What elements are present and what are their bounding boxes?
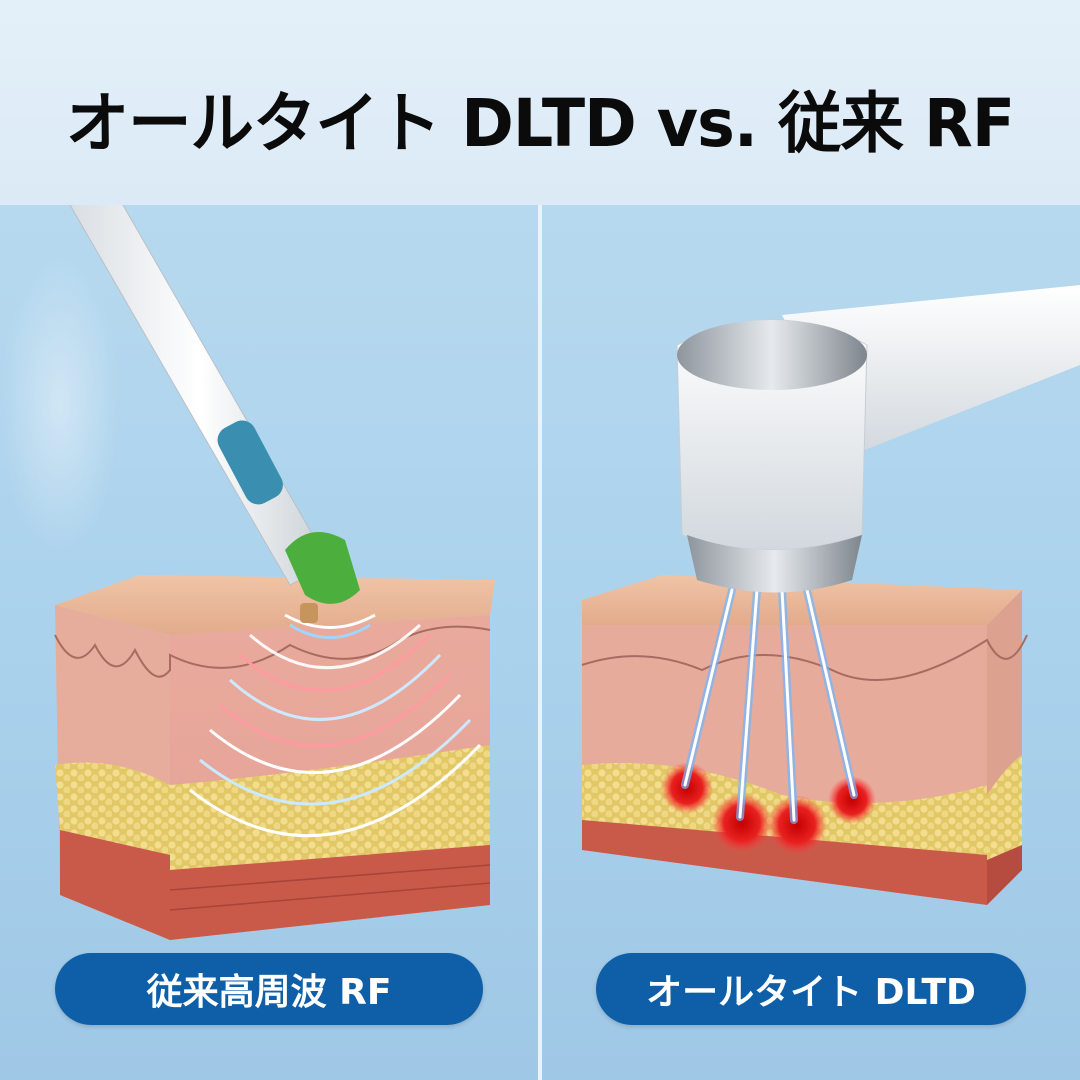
panel-divider <box>538 205 542 1080</box>
laser-beams <box>681 586 858 824</box>
rf-pen-device <box>69 205 360 623</box>
dltd-illustration <box>581 285 1080 905</box>
panel-conventional-rf: 従来高周波 RF <box>0 205 538 1080</box>
label-alltight-dltd: オールタイト DLTD <box>596 953 1026 1025</box>
dltd-handpiece <box>676 285 1080 593</box>
skin-block-top <box>55 575 495 635</box>
rf-illustration <box>0 205 495 940</box>
pen-button <box>217 420 283 505</box>
panel-alltight-dltd: オールタイト DLTD <box>542 205 1080 1080</box>
header: オールタイト DLTD vs. 従来 RF <box>0 0 1080 205</box>
comparison-panels: 従来高周波 RF <box>0 205 1080 1080</box>
heat-target-points <box>661 762 876 855</box>
page-title: オールタイト DLTD vs. 従来 RF <box>65 84 1015 162</box>
label-conventional-rf: 従来高周波 RF <box>55 953 483 1025</box>
rf-waves <box>189 613 482 838</box>
